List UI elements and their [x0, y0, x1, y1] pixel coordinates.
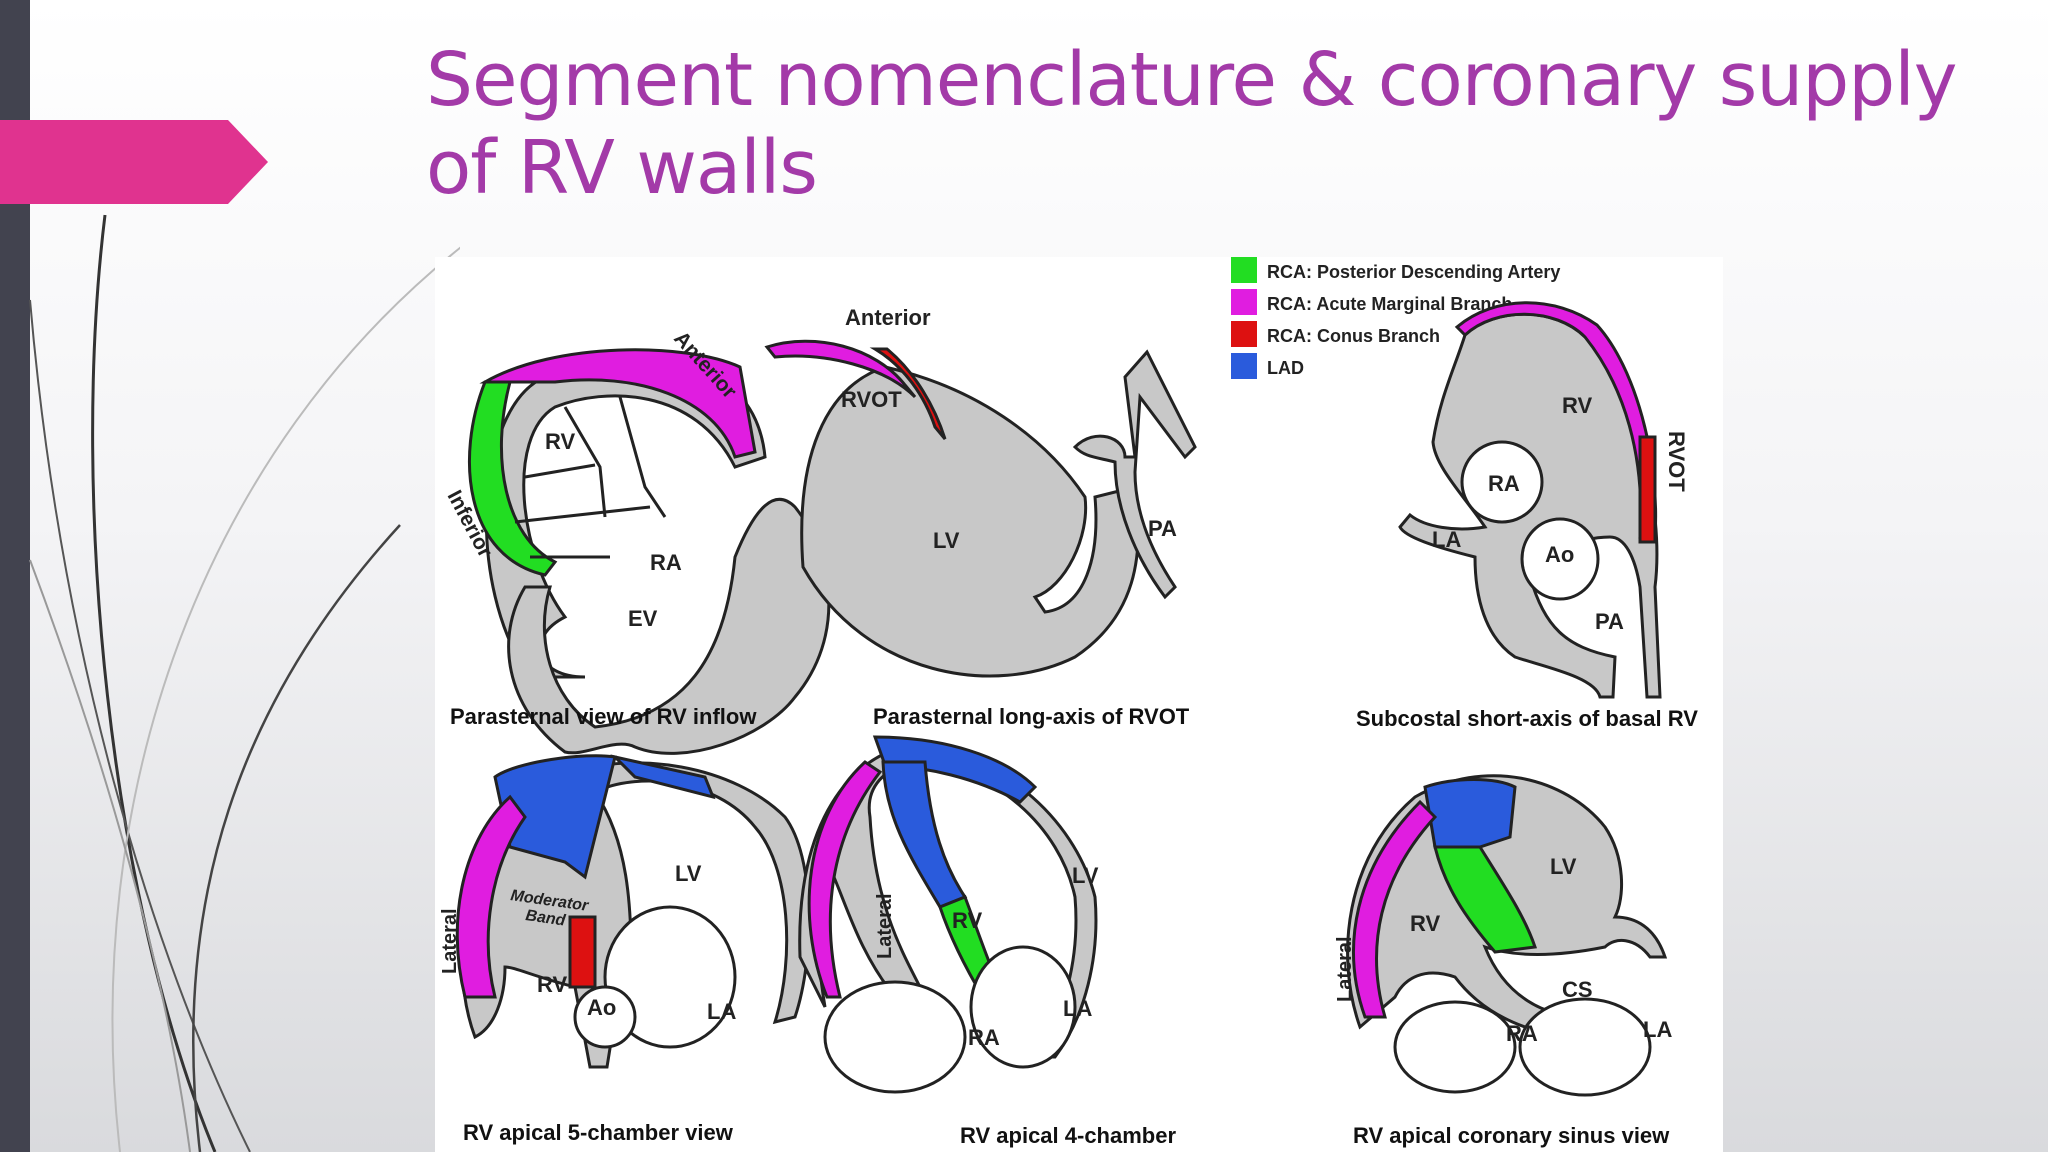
p5-label-lv: LV: [1072, 863, 1099, 888]
p3-label-la: LA: [1432, 527, 1461, 552]
legend-label-pda: RCA: Posterior Descending Artery: [1267, 262, 1560, 282]
accent-arrow-icon: [0, 120, 268, 204]
legend-label-conus: RCA: Conus Branch: [1267, 326, 1440, 346]
p3-label-rv: RV: [1562, 393, 1592, 418]
p1-label-rv: RV: [545, 429, 575, 454]
p1-caption: Parasternal view of RV inflow: [450, 704, 757, 729]
p3-label-rvot: RVOT: [1664, 431, 1689, 492]
p2-label-anterior: Anterior: [845, 305, 931, 330]
legend-swatch-conus: [1231, 321, 1257, 347]
p6-label-lateral: Lateral: [1334, 936, 1356, 1002]
panel-rvot: Anterior RVOT LV PA Parasternal long-axi…: [764, 305, 1197, 729]
p5-label-lateral: Lateral: [874, 893, 896, 959]
p1-label-ev: EV: [628, 606, 658, 631]
p6-label-la: LA: [1643, 1017, 1672, 1042]
legend-label-lad: LAD: [1267, 358, 1304, 378]
p4-label-band: Band: [524, 907, 567, 930]
p2-label-rvot: RVOT: [841, 387, 902, 412]
p3-label-ra: RA: [1488, 471, 1520, 496]
p6-label-rv: RV: [1410, 911, 1440, 936]
slide-title: Segment nomenclature & coronary supply o…: [426, 36, 1986, 212]
decorative-swoosh-lines: [29, 214, 460, 1152]
p6-label-cs: CS: [1562, 977, 1593, 1002]
p1-label-ra: RA: [650, 550, 682, 575]
legend-label-acute-marginal: RCA: Acute Marginal Branch: [1267, 294, 1512, 314]
p5-label-ra: RA: [968, 1025, 1000, 1050]
p4-label-lv: LV: [675, 861, 702, 886]
p4-label-ao: Ao: [587, 995, 616, 1020]
p4-label-rv: RV: [537, 972, 567, 997]
p4-caption: RV apical 5-chamber view: [463, 1120, 734, 1145]
p5-label-la: LA: [1063, 996, 1092, 1021]
title-line-2: of RV walls: [426, 125, 818, 211]
p3-caption: Subcostal short-axis of basal RV: [1356, 706, 1698, 731]
p6-label-ra: RA: [1506, 1021, 1538, 1046]
panel-subcostal: RV RA LA Ao PA RVOT Subcostal short-axis…: [1356, 301, 1698, 731]
p6-caption: RV apical coronary sinus view: [1353, 1123, 1670, 1148]
legend: RCA: Posterior Descending Artery RCA: Ac…: [1231, 257, 1560, 379]
panel-coronary-sinus: LV RV CS RA LA Lateral RV apical coronar…: [1334, 774, 1672, 1148]
legend-swatch-acute-marginal: [1231, 289, 1257, 315]
p2-caption: Parasternal long-axis of RVOT: [873, 704, 1190, 729]
legend-swatch-pda: [1231, 257, 1257, 283]
p3-label-ao: Ao: [1545, 542, 1574, 567]
p2-label-lv: LV: [933, 528, 960, 553]
legend-swatch-lad: [1231, 353, 1257, 379]
p4-label-la: LA: [707, 999, 736, 1024]
panel-apical-4-chamber: LV RV RA LA Lateral RV apical 4-chamber: [798, 735, 1176, 1148]
p5-label-rv: RV: [952, 908, 982, 933]
p5-caption: RV apical 4-chamber: [960, 1123, 1176, 1148]
rv-segments-figure: RCA: Posterior Descending Artery RCA: Ac…: [435, 257, 1723, 1152]
p4-label-lateral: Lateral: [439, 908, 461, 974]
p2-label-pa: PA: [1148, 516, 1177, 541]
p3-label-pa: PA: [1595, 609, 1624, 634]
panel-apical-5-chamber: LV RV Ao LA Lateral Moderator Band RV ap…: [439, 754, 811, 1145]
p6-label-lv: LV: [1550, 854, 1577, 879]
title-line-1: Segment nomenclature & coronary supply: [426, 37, 1958, 123]
panel-rv-inflow: RV RA EV Anterior Inferior Parasternal v…: [443, 327, 831, 755]
